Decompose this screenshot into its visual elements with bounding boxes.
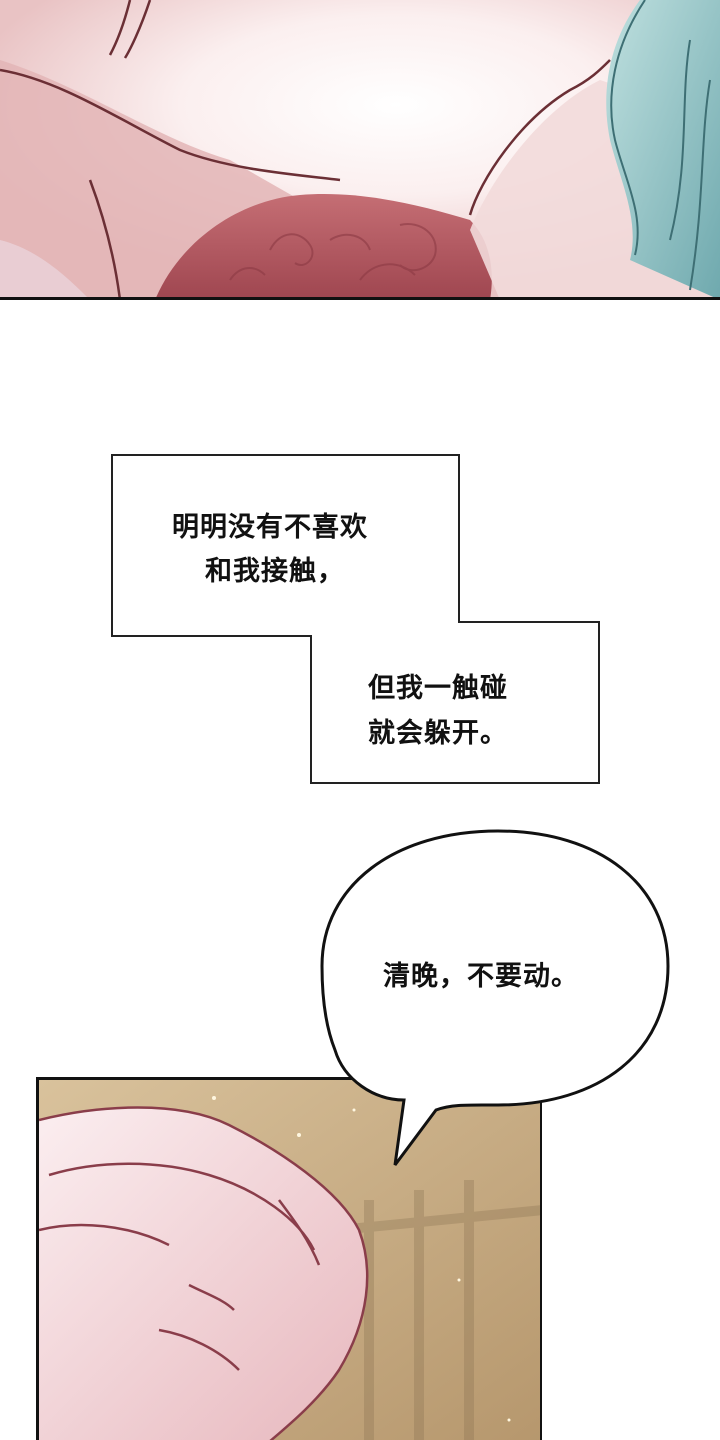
speech-bubble-text: 清晚，不要动。: [383, 961, 579, 992]
caption-2-line-1: 但我一触碰: [368, 673, 508, 704]
caption-1-line-1: 明明没有不喜欢: [172, 512, 368, 543]
bottom-art-panel: [36, 1077, 542, 1440]
neck-shoulder-illustration: [0, 0, 720, 297]
caption-1-line-2: 和我接触，: [205, 556, 345, 587]
caption-box-frame: [111, 454, 600, 784]
top-art-panel: [0, 0, 720, 300]
hand-illustration: [39, 1080, 540, 1440]
caption-2-line-2: 就会躲开。: [368, 718, 508, 749]
